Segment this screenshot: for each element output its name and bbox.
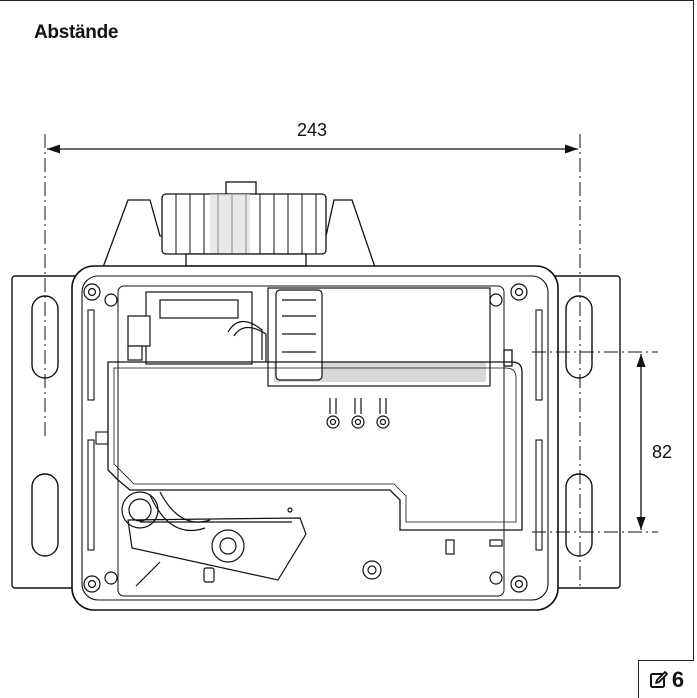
capacitor-block — [227, 287, 491, 387]
page-number: 6 — [671, 666, 685, 692]
mounting-slot — [31, 473, 59, 557]
mounting-slot — [565, 473, 593, 557]
page-badge: 6 — [638, 660, 694, 698]
mounting-slot — [565, 295, 593, 379]
edit-icon — [649, 670, 668, 688]
circuit-board — [107, 349, 523, 531]
terminal-connectors — [326, 398, 390, 429]
dimension-width-label: 243 — [297, 120, 327, 140]
center-lines — [44, 134, 658, 588]
cable-clamp — [121, 491, 307, 587]
side-rails — [87, 309, 543, 551]
ground-screw — [287, 507, 503, 580]
transformer — [127, 291, 253, 365]
dimension-height-label: 82 — [652, 442, 672, 462]
page-title: Abstände — [34, 22, 119, 43]
drive-gear — [101, 181, 377, 271]
corner-screws — [83, 283, 528, 593]
